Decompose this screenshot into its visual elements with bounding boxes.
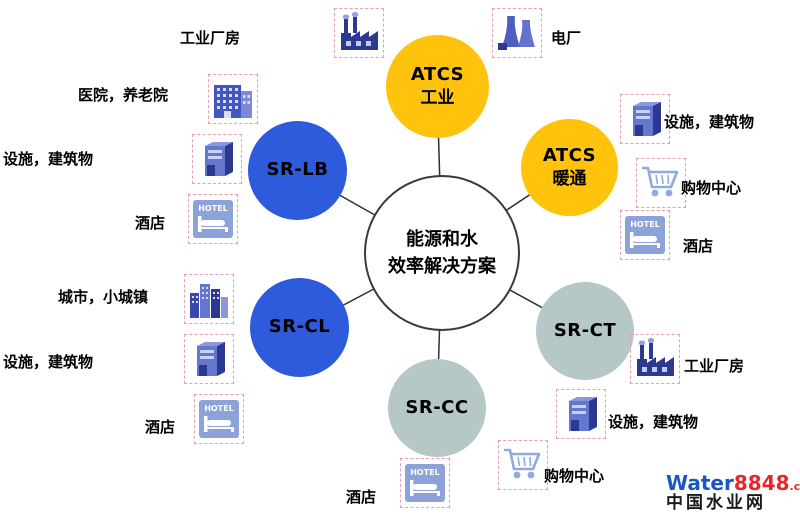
building-icon — [559, 392, 603, 436]
node-atcs-industry-line1: ATCS — [410, 63, 465, 85]
caption-top-factory: 工业厂房 — [180, 29, 241, 47]
caption-lb-hospital: 医院，养老院 — [78, 86, 169, 104]
hospital-building-icon — [208, 74, 258, 124]
node-atcs-industry: ATCS 工业 — [386, 35, 489, 138]
caption-cl-city: 城市，小城镇 — [58, 288, 149, 306]
hotel-icon — [188, 194, 238, 244]
center-title-line2: 效率解决方案 — [388, 256, 496, 277]
center-node: 能源和水 效率解决方案 — [364, 175, 520, 331]
watermark: Water8848.com 中国水业网 — [666, 472, 800, 513]
building-icon — [195, 137, 239, 181]
hotel-icon — [623, 213, 667, 257]
caption-hvac-hotel: 酒店 — [683, 237, 714, 255]
shopping-cart-icon — [639, 161, 683, 205]
building-icon — [187, 337, 231, 381]
node-atcs-hvac: ATCS 暖通 — [521, 119, 618, 216]
hotel-icon — [197, 397, 241, 441]
node-sr-ct: SR-CT — [536, 282, 634, 380]
caption-cc-mall: 购物中心 — [544, 467, 605, 485]
watermark-number: 8848 — [733, 471, 790, 495]
node-sr-cl: SR-CL — [250, 278, 349, 377]
node-sr-cl-label: SR-CL — [268, 316, 331, 338]
building-icon — [556, 389, 606, 439]
building-icon — [184, 334, 234, 384]
building-icon — [623, 97, 667, 141]
caption-cl-facility: 设施，建筑物 — [3, 353, 94, 371]
hotel-icon — [620, 210, 670, 260]
city-skyline-icon — [184, 274, 234, 324]
node-atcs-hvac-line2: 暖通 — [552, 169, 587, 190]
hotel-icon — [400, 458, 450, 508]
hotel-icon — [403, 461, 447, 505]
shopping-cart-icon — [501, 443, 545, 487]
center-title-line1: 能源和水 — [406, 229, 478, 250]
factory-icon — [630, 334, 680, 384]
caption-cc-facility: 设施，建筑物 — [608, 413, 699, 431]
factory-icon — [334, 8, 384, 58]
watermark-water: Water — [666, 471, 734, 495]
caption-hvac-mall: 购物中心 — [681, 179, 742, 197]
factory-icon — [337, 11, 381, 55]
building-icon — [192, 134, 242, 184]
node-atcs-hvac-line1: ATCS — [542, 144, 597, 166]
caption-ct-factory: 工业厂房 — [684, 357, 745, 375]
factory-icon — [633, 337, 677, 381]
node-sr-cc: SR-CC — [388, 359, 486, 457]
caption-hvac-facility: 设施，建筑物 — [664, 113, 755, 131]
watermark-dotcom: .com — [789, 480, 800, 493]
watermark-brand: Water8848.com — [666, 472, 800, 494]
power-plant-icon — [495, 11, 539, 55]
watermark-site-name: 中国水业网 — [666, 493, 766, 513]
caption-power-plant: 电厂 — [551, 29, 582, 47]
node-sr-cc-label: SR-CC — [405, 396, 469, 418]
caption-cc-hotel: 酒店 — [346, 488, 377, 506]
caption-cl-hotel: 酒店 — [145, 418, 176, 436]
node-sr-lb: SR-LB — [248, 121, 347, 220]
hotel-icon — [191, 197, 235, 241]
caption-lb-hotel: 酒店 — [135, 214, 166, 232]
power-plant-icon — [492, 8, 542, 58]
hotel-icon — [194, 394, 244, 444]
shopping-cart-icon — [636, 158, 686, 208]
node-sr-lb-label: SR-LB — [266, 159, 329, 181]
hospital-building-icon — [211, 77, 255, 121]
node-atcs-industry-line2: 工业 — [420, 88, 455, 109]
node-sr-ct-label: SR-CT — [553, 319, 617, 341]
shopping-cart-icon — [498, 440, 548, 490]
caption-lb-facility: 设施，建筑物 — [3, 150, 94, 168]
building-icon — [620, 94, 670, 144]
city-skyline-icon — [187, 277, 231, 321]
